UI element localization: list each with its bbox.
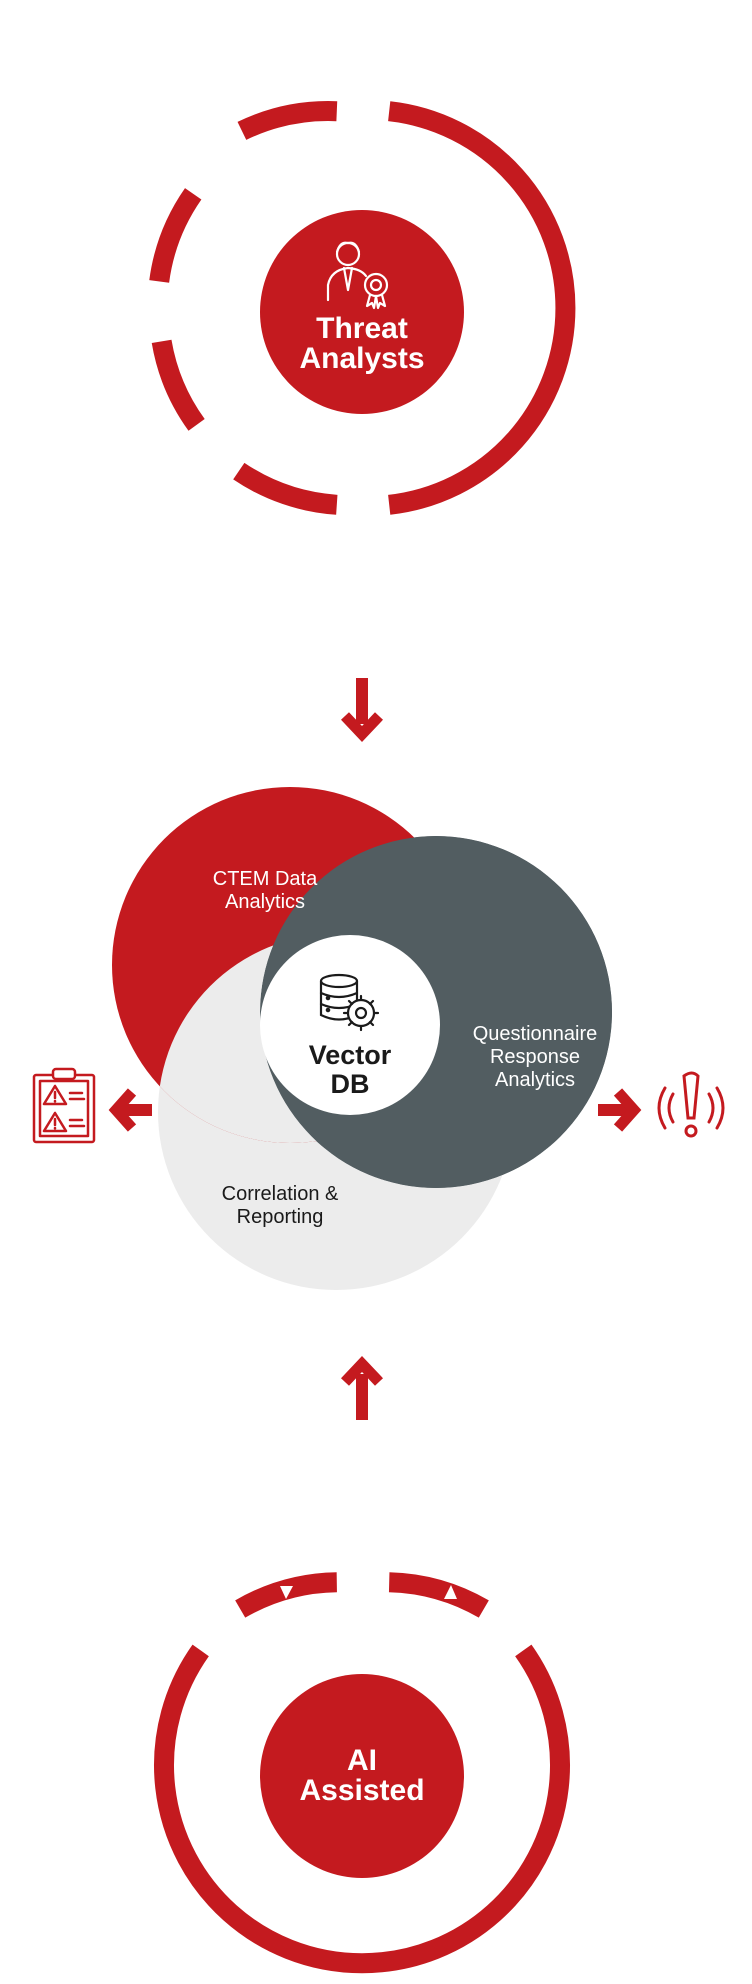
- right-arrow-icon: [598, 1088, 642, 1132]
- threat-analysts-line1: Threat: [316, 312, 408, 345]
- threat-analysts-node: Threat Analysts: [149, 101, 576, 515]
- ai-assisted-node: AI Assisted: [154, 1572, 570, 1974]
- vector-db-line1: Vector: [309, 1040, 392, 1070]
- correlation-label-line1: Correlation &: [222, 1183, 339, 1205]
- ring-marker-left: [280, 1586, 293, 1599]
- ctem-label-line2: Analytics: [225, 891, 305, 913]
- correlation-label-line2: Reporting: [237, 1206, 324, 1228]
- swirl-diagram: Vector DB CTEM Data Analytics Questionna…: [112, 787, 612, 1290]
- threat-analysts-line2: Analysts: [299, 342, 424, 375]
- questionnaire-label-line3: Analytics: [495, 1069, 575, 1091]
- top-dashed-ring: [149, 101, 576, 515]
- down-arrow-icon: [341, 678, 383, 743]
- ai-assisted-disc: [260, 1674, 464, 1878]
- questionnaire-label-line2: Response: [490, 1046, 580, 1068]
- vector-db-line2: DB: [331, 1069, 370, 1099]
- alert-broadcast-icon: [657, 1071, 725, 1138]
- ctem-label-line1: CTEM Data: [213, 868, 318, 890]
- ring-marker-right: [444, 1585, 457, 1599]
- left-arrow-icon: [108, 1088, 152, 1132]
- clipboard-warning-report-icon: [32, 1067, 96, 1144]
- ai-assisted-line2: Assisted: [299, 1774, 424, 1807]
- database-gear-icon: [319, 973, 380, 1032]
- questionnaire-label-line1: Questionnaire: [473, 1023, 598, 1045]
- ai-assisted-line1: AI: [347, 1744, 377, 1777]
- up-arrow-icon: [341, 1355, 383, 1420]
- analyst-with-award-icon: [326, 241, 389, 310]
- threat-analysts-disc: [260, 210, 464, 414]
